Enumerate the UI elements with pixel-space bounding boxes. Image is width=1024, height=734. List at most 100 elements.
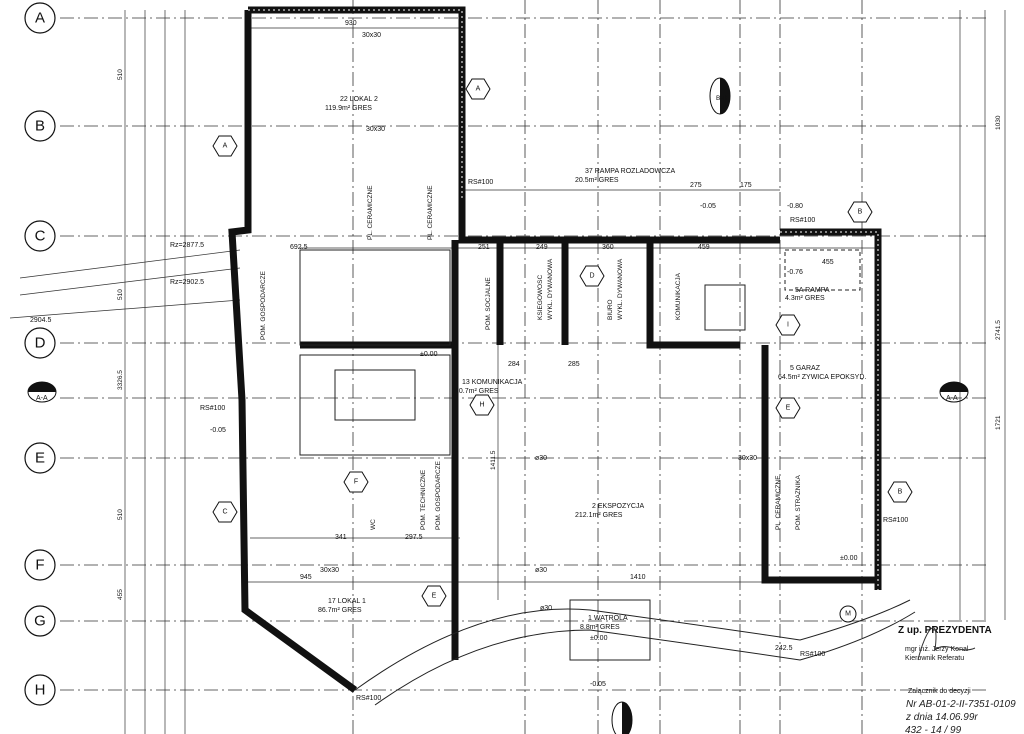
- svg-text:-0.05: -0.05: [700, 203, 716, 210]
- svg-text:37 RAMPA ROZLADOWCZA: 37 RAMPA ROZLADOWCZA: [585, 168, 675, 175]
- svg-text:249: 249: [536, 244, 548, 251]
- svg-text:-0.80: -0.80: [787, 203, 803, 210]
- svg-text:KSIEGOWOSC: KSIEGOWOSC: [537, 275, 544, 320]
- room-label-rampa: 37 RAMPA ROZLADOWCZA 20.5m² GRES: [575, 168, 675, 184]
- hex-tag-f: F: [343, 471, 369, 493]
- svg-text:C: C: [35, 228, 46, 245]
- svg-text:10.7m² GRES: 10.7m² GRES: [455, 388, 499, 395]
- svg-text:86.7m² GRES: 86.7m² GRES: [318, 607, 362, 614]
- svg-text:E: E: [35, 450, 45, 467]
- walls: [228, 6, 916, 706]
- vertical-room-labels: PL. CERAMICZNE PL. CERAMICZNE POM. SOCJA…: [260, 185, 802, 530]
- svg-text:Kierownik Referatu: Kierownik Referatu: [905, 655, 964, 662]
- svg-text:1411.5: 1411.5: [490, 450, 497, 470]
- svg-text:C: C: [222, 509, 227, 516]
- room-label-lokal-2: 22 LOKAL 2 119.9m² GRES: [325, 96, 378, 112]
- svg-text:Z up. PREZYDENTA: Z up. PREZYDENTA: [898, 625, 992, 636]
- svg-text:275: 275: [690, 182, 702, 189]
- svg-text:RS#100: RS#100: [790, 217, 815, 224]
- hex-tag-h: H: [469, 394, 495, 416]
- axis-G: G: [24, 605, 56, 637]
- svg-text:BIURO: BIURO: [607, 299, 614, 320]
- svg-text:WC: WC: [370, 519, 377, 530]
- room-label-garaz: 5 GARAZ 64.5m² ZYWICA EPOKSYD.: [778, 365, 866, 381]
- svg-text:D: D: [589, 273, 594, 280]
- room-label-komunikacja: 13 KOMUNIKACJA 10.7m² GRES: [455, 379, 523, 395]
- svg-text:Rz=2877.5: Rz=2877.5: [170, 242, 204, 249]
- axis-D: D: [24, 327, 56, 359]
- svg-text:360: 360: [602, 244, 614, 251]
- svg-text:459: 459: [698, 244, 710, 251]
- svg-text:POM. TECHNICZNE: POM. TECHNICZNE: [420, 469, 427, 530]
- svg-text:E: E: [786, 405, 791, 412]
- svg-text:2741.5: 2741.5: [995, 320, 1002, 340]
- svg-text:692.5: 692.5: [290, 244, 308, 251]
- svg-text:H: H: [479, 402, 484, 409]
- svg-text:945: 945: [300, 574, 312, 581]
- svg-text:175: 175: [740, 182, 752, 189]
- svg-text:Rz=2902.5: Rz=2902.5: [170, 279, 204, 286]
- section-mark-b-top: B-B: [709, 77, 731, 115]
- svg-text:D: D: [35, 335, 46, 352]
- svg-text:POM. GOSPODARCZE: POM. GOSPODARCZE: [435, 460, 442, 530]
- axis-E: E: [24, 442, 56, 474]
- svg-text:H: H: [35, 682, 46, 699]
- svg-text:Załącznik do decyzji: Załącznik do decyzji: [908, 688, 971, 695]
- svg-text:285: 285: [568, 361, 580, 368]
- svg-text:1721: 1721: [995, 415, 1002, 430]
- svg-text:ø30: ø30: [535, 455, 547, 462]
- hex-tag-a: A: [212, 135, 238, 157]
- svg-text:RS#100: RS#100: [800, 651, 825, 658]
- hex-tag-b: B: [847, 201, 873, 223]
- svg-text:A: A: [223, 143, 228, 150]
- hex-tags: A A B B C D E E F H I M: [212, 78, 913, 623]
- svg-text:251: 251: [478, 244, 490, 251]
- hex-tag-m: M: [839, 605, 857, 623]
- svg-text:G: G: [34, 613, 46, 630]
- svg-text:510: 510: [117, 509, 124, 520]
- svg-text:930: 930: [345, 20, 357, 27]
- section-mark-b-bottom: [611, 701, 633, 734]
- svg-text:RS#100: RS#100: [468, 179, 493, 186]
- svg-text:2904.5: 2904.5: [30, 317, 52, 324]
- svg-text:17 LOKAL 1: 17 LOKAL 1: [328, 598, 366, 605]
- dimension-texts: 930 275 175 1410 1411.5 945 249 360 459 …: [117, 20, 1002, 652]
- svg-text:B-B: B-B: [716, 95, 727, 102]
- svg-text:119.9m² GRES: 119.9m² GRES: [325, 105, 372, 112]
- svg-text:5A RAMPA: 5A RAMPA: [795, 287, 830, 294]
- svg-text:5 GARAZ: 5 GARAZ: [790, 365, 821, 372]
- svg-text:PL. CERAMICZNE: PL. CERAMICZNE: [427, 185, 434, 240]
- room-label-ekspozycja: 2 EKSPOZYCJA 212.1m² GRES: [575, 503, 644, 519]
- axis-F: F: [24, 549, 56, 581]
- svg-text:20.5m² GRES: 20.5m² GRES: [575, 177, 619, 184]
- svg-text:A-A: A-A: [36, 395, 48, 402]
- svg-text:30x30: 30x30: [738, 455, 757, 462]
- notes: 30x30 30x30 30x30 30x30 RS#100 RS#100 RS…: [30, 32, 908, 702]
- svg-text:30x30: 30x30: [366, 126, 385, 133]
- svg-text:A-A: A-A: [946, 395, 958, 402]
- svg-text:mgr inż. Jerzy Konal: mgr inż. Jerzy Konal: [905, 646, 969, 653]
- svg-text:POM. STRAZNIKA: POM. STRAZNIKA: [795, 474, 802, 530]
- svg-text:A: A: [476, 86, 481, 93]
- axis-A: A: [24, 2, 56, 34]
- hex-tag-e: E: [421, 585, 447, 607]
- svg-text:WYKL. DYWANOWA: WYKL. DYWANOWA: [617, 258, 624, 320]
- svg-text:±0.00: ±0.00: [420, 351, 438, 358]
- svg-text:-0.76: -0.76: [787, 269, 803, 276]
- svg-text:3326.5: 3326.5: [117, 370, 124, 390]
- hex-tag-d: D: [579, 265, 605, 287]
- svg-text:30x30: 30x30: [320, 567, 339, 574]
- grid-lines: [60, 0, 990, 734]
- svg-text:POM. GOSPODARCZE: POM. GOSPODARCZE: [260, 270, 267, 340]
- svg-text:341: 341: [335, 534, 347, 541]
- hex-tag-e: E: [775, 397, 801, 419]
- svg-text:POM. SOCJALNE: POM. SOCJALNE: [485, 277, 492, 330]
- svg-text:F: F: [354, 479, 358, 486]
- svg-text:E: E: [432, 593, 437, 600]
- axis-C: C: [24, 220, 56, 252]
- svg-text:22 LOKAL 2: 22 LOKAL 2: [340, 96, 378, 103]
- svg-text:PL. CERAMICZNE: PL. CERAMICZNE: [367, 185, 374, 240]
- svg-text:ø30: ø30: [540, 605, 552, 612]
- section-mark-a-right: A-A: [939, 381, 969, 403]
